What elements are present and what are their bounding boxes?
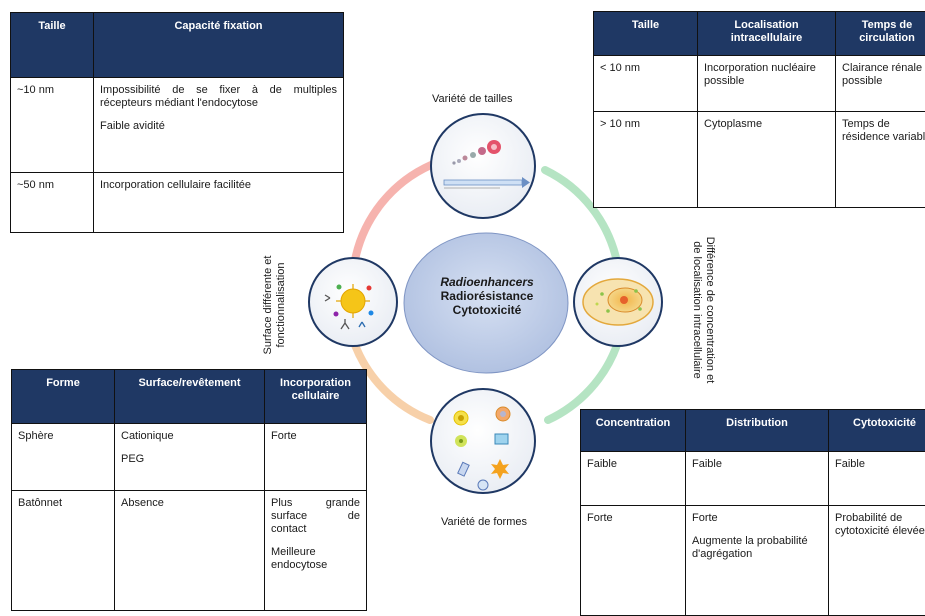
cell-line: Augmente la probabilité d'agrégation: [692, 535, 822, 561]
table-size-binding: Taille Capacité fixation ~10 nm Impossib…: [10, 12, 344, 233]
cell-line: PEG: [121, 453, 258, 466]
center-line-2: Radiorésistance: [425, 289, 549, 303]
table-header: Temps de circulation: [836, 12, 925, 56]
table-header: Concentration: [581, 410, 686, 452]
table-header: Localisation intracellulaire: [698, 12, 836, 56]
table-cell: ~10 nm: [11, 78, 94, 173]
shape-variety-icon: [431, 389, 535, 493]
label-size-variety: Variété de tailles: [432, 93, 513, 105]
center-title: Radioenhancers: [425, 275, 549, 289]
center-label: Radioenhancers Radiorésistance Cytotoxic…: [425, 275, 549, 317]
table-concentration: Concentration Distribution Cytotoxicité …: [580, 409, 925, 616]
table-header: Taille: [11, 13, 94, 78]
table-cell: Cytoplasme: [698, 112, 836, 208]
table-row: < 10 nm Incorporation nucléaire possible…: [594, 56, 925, 112]
ring-arc-top-left: [355, 165, 431, 260]
table-row: ~10 nm Impossibilité de se fixer à de mu…: [11, 78, 344, 173]
table-cell: Incorporation cellulaire facilitée: [94, 173, 344, 233]
label-shape-variety: Variété de formes: [441, 516, 527, 528]
table-cell: Plus grande surface de contact Meilleure…: [265, 491, 367, 611]
table-cell: Forte: [265, 424, 367, 491]
table-cell: Faible: [686, 452, 829, 506]
table-header: Surface/revêtement: [115, 370, 265, 424]
table-cell: Absence: [115, 491, 265, 611]
table-cell: Sphère: [12, 424, 115, 491]
table-cell: Cationique PEG: [115, 424, 265, 491]
table-cell: Temps de résidence variable: [836, 112, 925, 208]
table-header: Distribution: [686, 410, 829, 452]
table-cell: < 10 nm: [594, 56, 698, 112]
cell-line: Forte: [692, 512, 822, 525]
surface-functionalisation-icon: [309, 258, 397, 346]
cell-line: Meilleure endocytose: [271, 546, 360, 572]
cell-line: Cationique: [121, 430, 258, 443]
table-row: ~50 nm Incorporation cellulaire facilité…: [11, 173, 344, 233]
table-row: Batônnet Absence Plus grande surface de …: [12, 491, 367, 611]
cell-paragraph: Faible avidité: [100, 120, 337, 133]
label-concentration: Différence de concentration et de locali…: [683, 225, 723, 395]
cell-localisation-icon: [574, 258, 662, 346]
table-header: Incorporation cellulaire: [265, 370, 367, 424]
label-surface-line1: Surface différente et: [262, 256, 275, 355]
table-cell: > 10 nm: [594, 112, 698, 208]
table-cell: Clairance rénale possible: [836, 56, 925, 112]
table-cell: Forte: [581, 506, 686, 616]
table-cell: Probabilité de cytotoxicité élevée: [829, 506, 925, 616]
size-variety-icon: [431, 114, 535, 218]
table-cell: Faible: [829, 452, 925, 506]
table-row: Forte Forte Augmente la probabilité d'ag…: [581, 506, 925, 616]
cell-paragraph: Impossibilité de se fixer à de multiples…: [100, 84, 337, 110]
label-surface-line2: fonctionnalisation: [275, 256, 288, 355]
table-header: Forme: [12, 370, 115, 424]
table-cell: Forte Augmente la probabilité d'agrégati…: [686, 506, 829, 616]
table-cell: Incorporation nucléaire possible: [698, 56, 836, 112]
table-cell: Faible: [581, 452, 686, 506]
table-header: Taille: [594, 12, 698, 56]
cell-line: Plus grande surface de contact: [271, 497, 360, 536]
label-concentration-line2: de localisation intracellulaire: [690, 237, 703, 384]
table-shape: Forme Surface/revêtement Incorporation c…: [11, 369, 367, 611]
table-header: Cytotoxicité: [829, 410, 925, 452]
table-cell: Impossibilité de se fixer à de multiples…: [94, 78, 344, 173]
table-cell: Batônnet: [12, 491, 115, 611]
table-row: Faible Faible Faible: [581, 452, 925, 506]
table-header: Capacité fixation: [94, 13, 344, 78]
label-surface: Surface différente et fonctionnalisation: [255, 240, 295, 370]
table-localisation: Taille Localisation intracellulaire Temp…: [593, 11, 925, 208]
table-row: Sphère Cationique PEG Forte: [12, 424, 367, 491]
center-line-3: Cytotoxicité: [425, 303, 549, 317]
table-row: > 10 nm Cytoplasme Temps de résidence va…: [594, 112, 925, 208]
label-concentration-line1: Différence de concentration et: [703, 237, 716, 384]
table-cell: ~50 nm: [11, 173, 94, 233]
